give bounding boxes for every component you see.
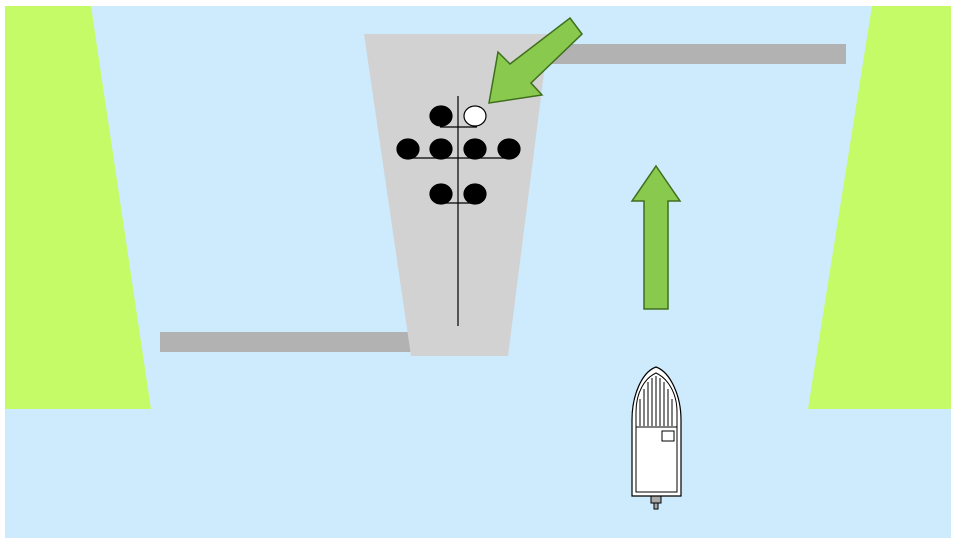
lower-jetty: [160, 332, 414, 352]
boat-motor-shaft: [653, 502, 659, 510]
motorboat-icon: [631, 366, 682, 510]
signal-light-black: [396, 138, 420, 160]
upper-jetty: [545, 44, 846, 64]
signal-light-black: [429, 183, 453, 205]
right-bank: [808, 6, 951, 409]
signal-light-black: [429, 105, 453, 127]
signal-light-black: [429, 138, 453, 160]
signal-light-black: [463, 138, 487, 160]
signal-light-black: [497, 138, 521, 160]
bridge-pier: [364, 34, 549, 356]
boat-deck-planks: [639, 376, 673, 426]
boat-hatch: [661, 430, 675, 442]
left-bank: [5, 6, 151, 409]
white-signal-light: [463, 105, 487, 127]
up-arrow-icon: [630, 164, 682, 310]
signal-lights: [396, 105, 521, 205]
signal-light-black: [463, 183, 487, 205]
diagonal-arrow-icon: [488, 16, 583, 104]
